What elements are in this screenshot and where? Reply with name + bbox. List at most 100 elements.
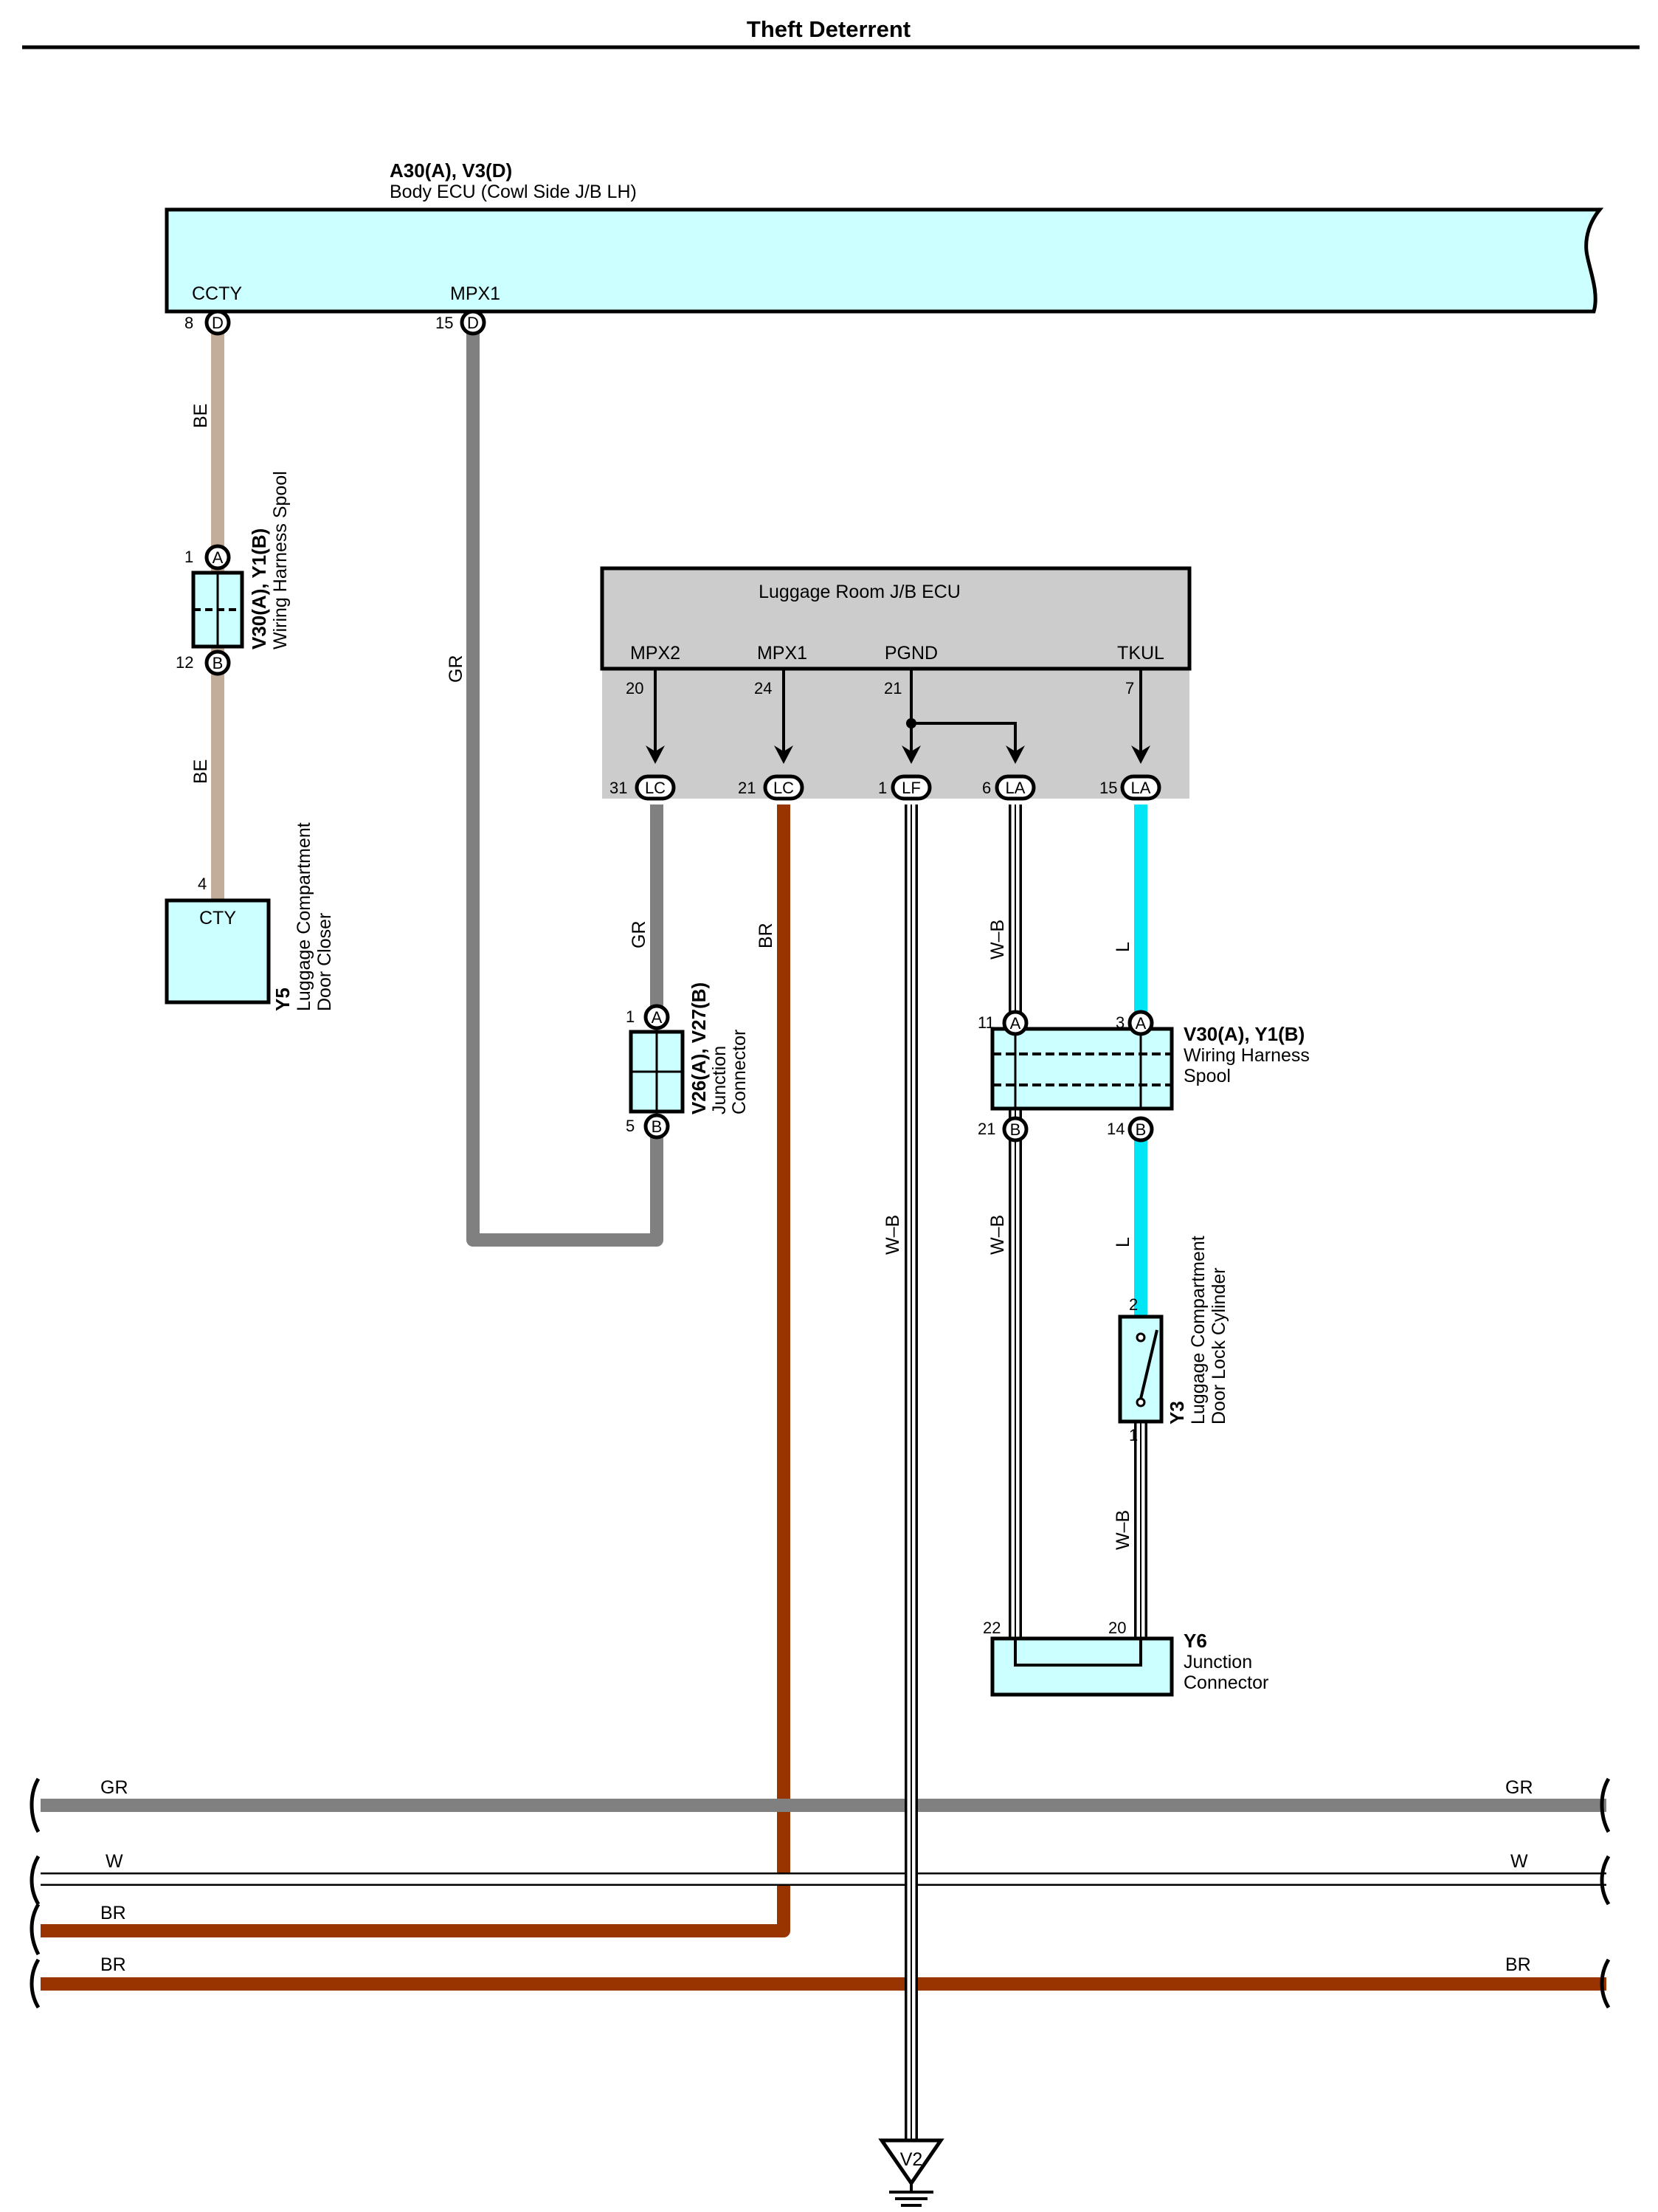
spool-left-name: Wiring Harness Spool xyxy=(270,471,291,650)
spool-right-pin-b-21 xyxy=(1002,1116,1029,1143)
jb-terminal-tkul: TKUL xyxy=(1117,643,1164,664)
junction-y6-code: Y6 xyxy=(1184,1630,1207,1652)
door-closer-code: Y5 xyxy=(272,988,294,1011)
pin-number: 31 xyxy=(609,779,627,797)
junction-v26-pin-b xyxy=(643,1113,670,1140)
wire-label-wb-lock: W–B xyxy=(1113,1510,1133,1550)
spool-right-name-1: Wiring Harness xyxy=(1184,1045,1310,1066)
pin-number: 21 xyxy=(884,679,902,697)
connector-letter: LC xyxy=(645,779,666,797)
jb-terminal-pgnd: PGND xyxy=(885,643,938,664)
bus-label-w-right: W xyxy=(1510,1851,1528,1872)
connector-pill-lc31 xyxy=(635,774,676,801)
body-ecu-box xyxy=(165,207,1604,314)
pin-number: 7 xyxy=(1125,679,1134,697)
connector-letter: LA xyxy=(1131,779,1151,797)
pin-number: 12 xyxy=(176,653,193,672)
jb-arrow-heads xyxy=(646,745,1150,764)
pin-number: 1 xyxy=(878,779,887,797)
connector-pill-la6 xyxy=(995,774,1036,801)
ground-label: V2 xyxy=(900,2149,923,2170)
connector-letter: LA xyxy=(1006,779,1026,797)
lock-cylinder-name-2: Door Lock Cylinder xyxy=(1209,1267,1229,1424)
wire-label-wb-la6-top: W–B xyxy=(987,920,1008,959)
door-closer-name-1: Luggage Compartment xyxy=(294,822,314,1011)
connector-letter: D xyxy=(212,314,224,332)
spool-right-pin-a-3 xyxy=(1127,1010,1154,1036)
bus-label-br2-left: BR xyxy=(100,1954,126,1975)
spool-right-name-2: Spool xyxy=(1184,1066,1231,1086)
pin-number: 24 xyxy=(754,679,772,697)
wire-label-be1: BE xyxy=(190,404,211,428)
connector-letter: A xyxy=(213,548,224,567)
connector-letter: LC xyxy=(773,779,794,797)
jb-internal-junction-dot xyxy=(906,718,916,728)
body-ecu-code: A30(A), V3(D) xyxy=(390,159,512,182)
pin-number: 20 xyxy=(626,679,643,697)
bus-label-gr-right: GR xyxy=(1505,1777,1533,1798)
lock-cylinder-switch-arm xyxy=(1139,1329,1158,1399)
wire-label-l-bottom: L xyxy=(1113,1237,1133,1247)
wire-label-wb-pgnd: W–B xyxy=(882,1215,903,1255)
connector-pin-d-mpx1 xyxy=(460,309,486,336)
connector-letter: A xyxy=(652,1008,663,1027)
bus-label-br-left: BR xyxy=(100,1903,126,1923)
connector-letter: B xyxy=(213,654,224,672)
junction-y6-name-2: Connector xyxy=(1184,1672,1268,1693)
wire-label-br: BR xyxy=(756,923,776,948)
connector-pill-lf1 xyxy=(891,774,932,801)
wire-label-gr: GR xyxy=(446,655,466,683)
pin-number: 2 xyxy=(1129,1295,1138,1314)
spool-left-pin-b xyxy=(204,650,231,676)
jb-internal-pgnd-branch xyxy=(911,722,1017,753)
pin-number: 14 xyxy=(1107,1120,1125,1138)
lock-cylinder-contact-bottom xyxy=(1136,1397,1146,1408)
pin-number: 22 xyxy=(983,1619,1001,1637)
pin-number: 5 xyxy=(626,1117,635,1135)
junction-v26-pin-a xyxy=(643,1004,670,1030)
wire-label-wb-la6-bottom: W–B xyxy=(987,1215,1008,1255)
spool-right-pin-b-14 xyxy=(1127,1116,1154,1143)
pin-number: 4 xyxy=(198,875,207,893)
pin-number: 1 xyxy=(626,1007,635,1026)
door-closer-terminal: CTY xyxy=(199,908,236,928)
luggage-jb-shade xyxy=(602,669,1189,799)
connector-letter: A xyxy=(1136,1014,1147,1033)
bus-label-br2-right: BR xyxy=(1505,1954,1531,1975)
spool-left-code: V30(A), Y1(B) xyxy=(248,528,270,650)
pin-number: 1 xyxy=(184,548,193,566)
bus-label-w-left: W xyxy=(106,1851,123,1872)
junction-v26-code: V26(A), V27(B) xyxy=(688,982,710,1114)
ground-triangle xyxy=(878,2138,944,2187)
spool-right-box xyxy=(990,1027,1174,1111)
pin-number: 8 xyxy=(184,314,193,332)
bus-break-right xyxy=(1600,1777,1611,2009)
bus-label-gr-left: GR xyxy=(100,1777,128,1798)
pin-number: 15 xyxy=(435,314,453,332)
spool-left-pin-a xyxy=(204,544,231,571)
lock-cylinder-name-1: Luggage Compartment xyxy=(1188,1236,1209,1424)
connector-letter: B xyxy=(1136,1120,1147,1139)
pin-number: 11 xyxy=(978,1013,995,1032)
body-ecu-name: Body ECU (Cowl Side J/B LH) xyxy=(390,182,637,202)
door-closer-name-2: Door Closer xyxy=(314,913,335,1011)
wire-gr-mpx1 xyxy=(466,328,663,1247)
connector-pill-lc21 xyxy=(763,774,804,801)
page-title: Theft Deterrent xyxy=(747,16,911,42)
door-closer-box xyxy=(165,898,271,1005)
pin-number: 1 xyxy=(1129,1426,1138,1444)
connector-letter: D xyxy=(467,314,479,332)
wire-label-gr-v26: GR xyxy=(629,921,649,949)
lock-cylinder-contact-top xyxy=(1136,1332,1146,1343)
connector-letter: B xyxy=(1010,1120,1021,1139)
jb-terminal-mpx1: MPX1 xyxy=(757,643,807,664)
wire-label-be2: BE xyxy=(190,759,211,784)
luggage-jb-box xyxy=(600,566,1192,671)
connector-letter: B xyxy=(652,1117,663,1136)
connector-letter: LF xyxy=(902,779,921,797)
jb-terminal-mpx2: MPX2 xyxy=(630,643,680,664)
pin-number: 20 xyxy=(1108,1619,1126,1637)
junction-v26-name-1: Junction xyxy=(709,1046,730,1114)
spool-right-code: V30(A), Y1(B) xyxy=(1184,1023,1305,1045)
